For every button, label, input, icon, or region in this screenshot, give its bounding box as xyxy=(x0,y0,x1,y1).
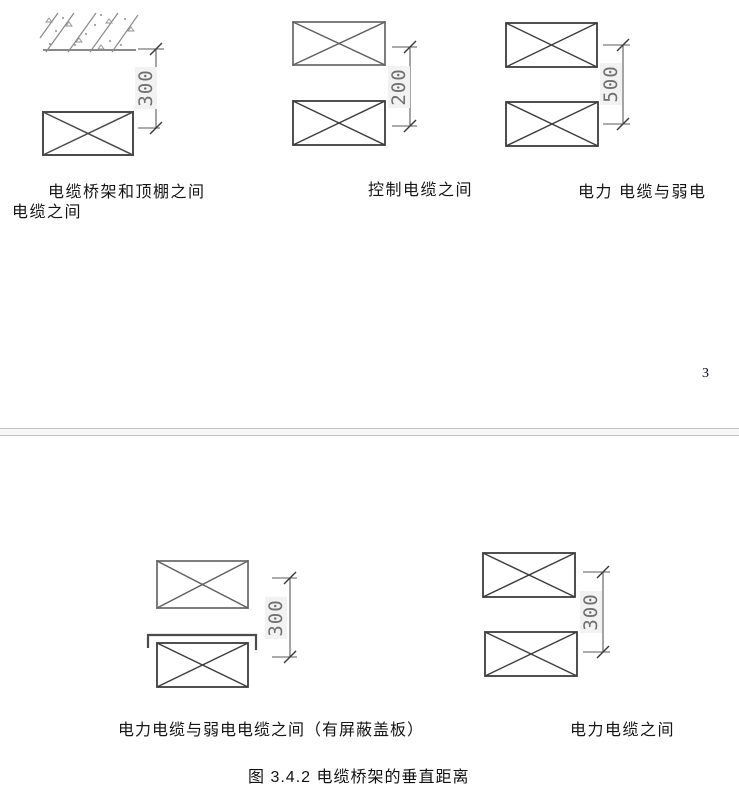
dimension-value-top-left: 300 xyxy=(135,67,157,109)
label-top-left-line1: 电缆桥架和顶棚之间 xyxy=(48,184,206,201)
cable-tray xyxy=(484,631,578,677)
dimension-value-bottom-left: 300 xyxy=(265,597,287,639)
ceiling-hatch xyxy=(39,12,139,53)
figure-caption: 图 3.4.2 电缆桥架的垂直距离 xyxy=(248,769,470,786)
cable-tray xyxy=(292,100,386,146)
cable-tray xyxy=(42,111,134,156)
label-bottom-right: 电力电缆之间 xyxy=(570,722,676,739)
page-break-divider xyxy=(0,428,739,436)
cable-tray xyxy=(292,21,386,66)
cable-tray xyxy=(505,101,599,147)
dimension-value-top-middle: 200 xyxy=(388,66,410,108)
cable-tray xyxy=(482,552,576,598)
ceiling-hatch-dots xyxy=(49,14,126,46)
label-bottom-left: 电力电缆与弱电电缆之间（有屏蔽盖板） xyxy=(118,722,425,739)
cable-tray xyxy=(156,560,249,609)
label-top-middle: 控制电缆之间 xyxy=(368,182,474,199)
cable-tray xyxy=(156,642,249,688)
dimension-value-top-right: 500 xyxy=(600,63,622,105)
page-number: 3 xyxy=(702,366,709,381)
dimension-value-bottom-right: 300 xyxy=(580,591,602,633)
shielding-cover-plate xyxy=(146,633,258,650)
label-top-right: 电力 电缆与弱电 xyxy=(578,184,707,201)
label-top-left-line2: 电缆之间 xyxy=(12,204,83,221)
ceiling-hatch-aggregate xyxy=(45,17,135,50)
cable-tray xyxy=(505,22,598,68)
